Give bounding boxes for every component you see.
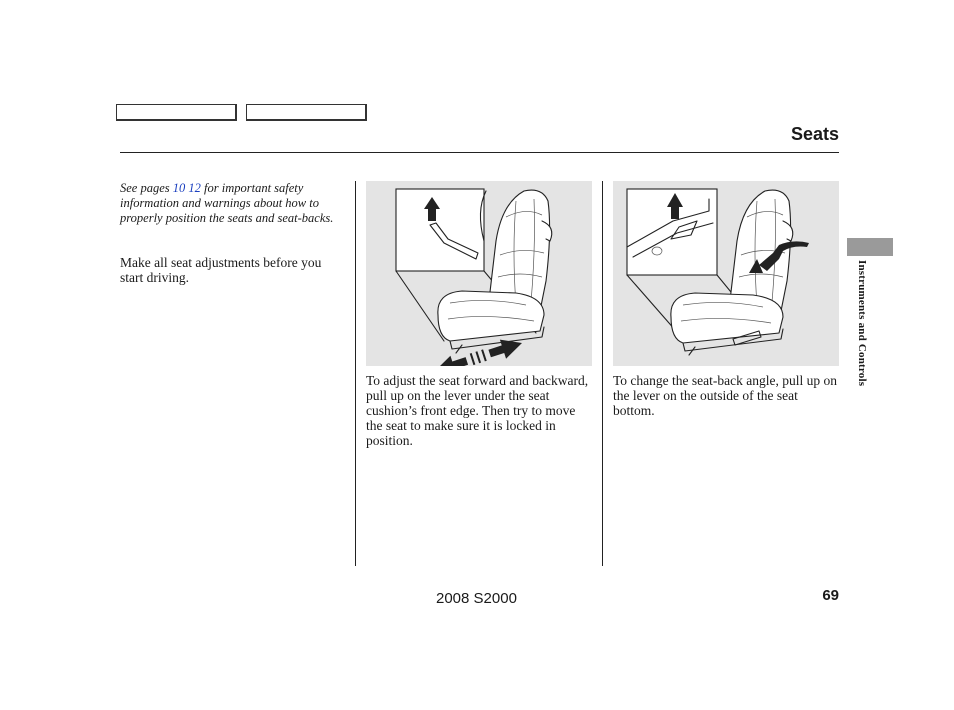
page-number: 69 — [822, 587, 839, 604]
seatback-recline-drawing — [626, 188, 809, 356]
page-title: Seats — [790, 124, 839, 144]
seatback-recline-illustration — [613, 181, 839, 366]
intro-text: Make all seat adjustments before you sta… — [120, 255, 322, 285]
seat-slide-drawing — [395, 188, 553, 375]
index-button[interactable] — [246, 104, 367, 121]
header-rule — [120, 152, 839, 153]
seatback-recline-caption: To change the seat-back angle, pull up o… — [613, 373, 837, 418]
page-link-10[interactable]: 10 — [172, 181, 186, 195]
column-divider-right — [602, 181, 603, 566]
section-tab[interactable] — [847, 238, 893, 256]
column-divider-left — [355, 181, 356, 566]
seat-slide-illustration — [366, 181, 592, 375]
footer-model: 2008 S2000 — [436, 590, 517, 607]
section-side-label: Instruments and Controls — [856, 260, 868, 387]
page-link-12[interactable]: 12 — [188, 181, 201, 195]
seat-slide-caption: To adjust the seat forward and backward,… — [366, 373, 589, 448]
safety-note: See pages 10 12 for important safety inf… — [120, 181, 342, 226]
note-suffix: for important safety information and war… — [120, 181, 334, 225]
note-prefix: See pages — [120, 181, 173, 195]
main-menu-button[interactable] — [116, 104, 237, 121]
